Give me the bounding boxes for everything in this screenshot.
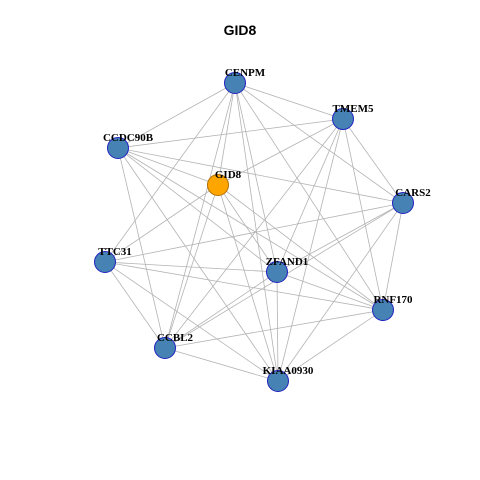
edge-rnf170-kiaa0930 bbox=[277, 309, 384, 382]
edge-cars2-rnf170 bbox=[382, 202, 404, 311]
edge-cenpm-ttc31 bbox=[104, 82, 236, 263]
edge-ccdc90b-ccbl2 bbox=[117, 147, 166, 349]
edge-rnf170-ccbl2 bbox=[164, 309, 384, 349]
edge-tmem5-rnf170 bbox=[342, 118, 384, 311]
nodes-layer bbox=[94, 72, 414, 392]
node-rnf170 bbox=[372, 299, 394, 321]
edge-cenpm-cars2 bbox=[234, 82, 404, 204]
node-cenpm bbox=[224, 72, 246, 94]
edge-cenpm-tmem5 bbox=[234, 82, 344, 120]
edge-gid8-rnf170 bbox=[217, 184, 384, 311]
node-label-cenpm: CENPM bbox=[225, 67, 266, 79]
edge-gid8-kiaa0930 bbox=[217, 184, 279, 382]
edge-ttc31-kiaa0930 bbox=[104, 261, 279, 382]
node-kiaa0930 bbox=[267, 370, 289, 392]
node-label-ttc31: TTC31 bbox=[98, 246, 132, 258]
edges-layer bbox=[104, 82, 404, 382]
edge-tmem5-kiaa0930 bbox=[277, 118, 344, 382]
edge-ttc31-rnf170 bbox=[104, 261, 384, 311]
node-zfand1 bbox=[266, 261, 288, 283]
edge-ccdc90b-gid8 bbox=[117, 147, 219, 186]
edge-cenpm-rnf170 bbox=[234, 82, 384, 311]
edge-tmem5-gid8 bbox=[217, 118, 344, 186]
edge-cars2-zfand1 bbox=[276, 202, 404, 273]
edge-cenpm-ccdc90b bbox=[117, 82, 236, 149]
edge-ccdc90b-zfand1 bbox=[117, 147, 278, 273]
node-label-gid8: GID8 bbox=[215, 169, 242, 181]
edge-cenpm-ccbl2 bbox=[164, 82, 236, 349]
edge-zfand1-ccbl2 bbox=[164, 271, 278, 349]
edge-gid8-zfand1 bbox=[217, 184, 278, 273]
node-label-tmem5: TMEM5 bbox=[333, 103, 374, 115]
edge-zfand1-rnf170 bbox=[276, 271, 384, 311]
edge-tmem5-ccbl2 bbox=[164, 118, 344, 349]
edge-cars2-ttc31 bbox=[104, 202, 404, 263]
node-ccdc90b bbox=[107, 137, 129, 159]
edge-zfand1-kiaa0930 bbox=[276, 271, 279, 382]
node-label-kiaa0930: KIAA0930 bbox=[263, 365, 314, 377]
edge-tmem5-cars2 bbox=[342, 118, 404, 204]
node-cars2 bbox=[392, 192, 414, 214]
node-label-ccbl2: CCBL2 bbox=[157, 332, 194, 344]
edge-tmem5-zfand1 bbox=[276, 118, 344, 273]
edge-ccbl2-kiaa0930 bbox=[164, 347, 279, 382]
edge-gid8-ttc31 bbox=[104, 184, 219, 263]
edge-ccdc90b-kiaa0930 bbox=[117, 147, 279, 382]
edge-tmem5-ccdc90b bbox=[117, 118, 344, 149]
node-ttc31 bbox=[94, 251, 116, 273]
node-tmem5 bbox=[332, 108, 354, 130]
node-gid8 bbox=[207, 174, 229, 196]
edge-ttc31-ccbl2 bbox=[104, 261, 166, 349]
node-label-cars2: CARS2 bbox=[395, 187, 431, 199]
edge-ttc31-zfand1 bbox=[104, 261, 278, 273]
edge-ccdc90b-rnf170 bbox=[117, 147, 384, 311]
node-label-rnf170: RNF170 bbox=[373, 294, 413, 306]
edge-cars2-kiaa0930 bbox=[277, 202, 404, 382]
plot-title: GID8 bbox=[223, 22, 257, 38]
node-ccbl2 bbox=[154, 337, 176, 359]
edge-ccdc90b-cars2 bbox=[117, 147, 404, 204]
node-label-zfand1: ZFAND1 bbox=[266, 256, 309, 268]
node-label-ccdc90b: CCDC90B bbox=[103, 132, 154, 144]
edge-gid8-ccbl2 bbox=[164, 184, 219, 349]
